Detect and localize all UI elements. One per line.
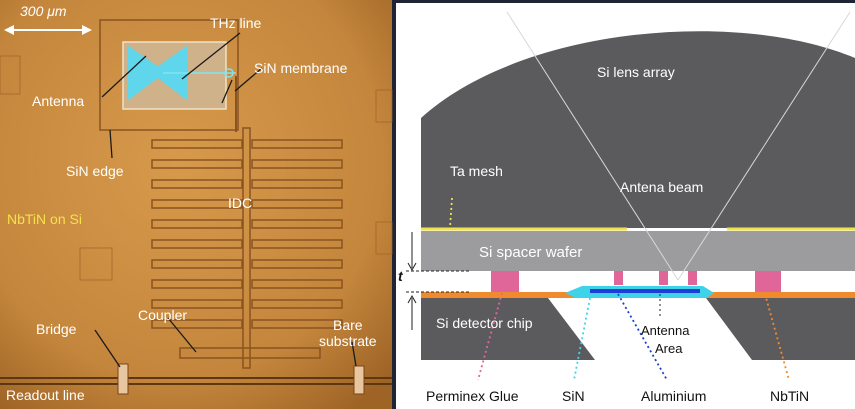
perminex-glue-pillars [491, 271, 781, 292]
lens-array-label: Si lens array [597, 64, 675, 80]
scale-bar [4, 25, 92, 35]
antenna-area-label-line1: Antenna [641, 323, 690, 338]
legend-sin: SiN [562, 388, 585, 404]
idc-label: IDC [228, 195, 252, 211]
cross-section-panel: Si lens array Ta mesh Antena beam Si spa… [396, 3, 855, 409]
readout-line [0, 363, 392, 395]
readout-line-label: Readout line [6, 387, 85, 403]
bare-substrate-marker [353, 365, 365, 395]
antenna-beam-label: Antena beam [620, 179, 703, 195]
scale-label: 300 μm [20, 3, 67, 19]
aluminium-layer [590, 289, 700, 293]
legend-leader-lines [449, 197, 790, 381]
legend-nbtin: NbTiN [770, 388, 809, 404]
idc-comb [151, 127, 343, 369]
bare-substrate-label-line1: Bare [333, 317, 363, 333]
antenna-structure [122, 41, 236, 110]
spacer-wafer-label: Si spacer wafer [479, 244, 582, 261]
antenna-beam-lines [506, 11, 851, 281]
photo-leader-lines [94, 32, 357, 368]
bridge-label: Bridge [36, 321, 77, 337]
thz-line-label: THz line [210, 15, 262, 31]
alignment-pads [0, 55, 393, 281]
thickness-label: t [398, 268, 404, 284]
si-detector-chip-right [706, 298, 855, 360]
micrograph-panel: 300 μm THz line SiN membrane Antenna SiN… [0, 0, 393, 409]
ta-mesh-label: Ta mesh [450, 163, 503, 179]
antenna-area-label-line2: Area [655, 341, 683, 356]
si-lens-array [421, 31, 855, 228]
legend-perminex-glue: Perminex Glue [426, 388, 519, 404]
sin-edge-label: SiN edge [66, 163, 124, 179]
thickness-dimension [406, 232, 470, 330]
sin-membrane-label: SiN membrane [254, 60, 348, 76]
bare-substrate-label-line2: substrate [319, 333, 377, 349]
coupler-label: Coupler [138, 307, 187, 323]
detector-chip-label: Si detector chip [436, 315, 533, 331]
antenna-label: Antenna [32, 93, 84, 109]
legend-aluminium: Aluminium [641, 388, 706, 404]
si-spacer-wafer [421, 231, 855, 271]
sin-membrane-outline [99, 19, 239, 131]
antenna-left-lobe [127, 45, 166, 101]
si-detector-chip-left [421, 298, 595, 360]
bridge-marker [117, 363, 129, 395]
nbtin-on-si-label: NbTiN on Si [7, 211, 82, 227]
